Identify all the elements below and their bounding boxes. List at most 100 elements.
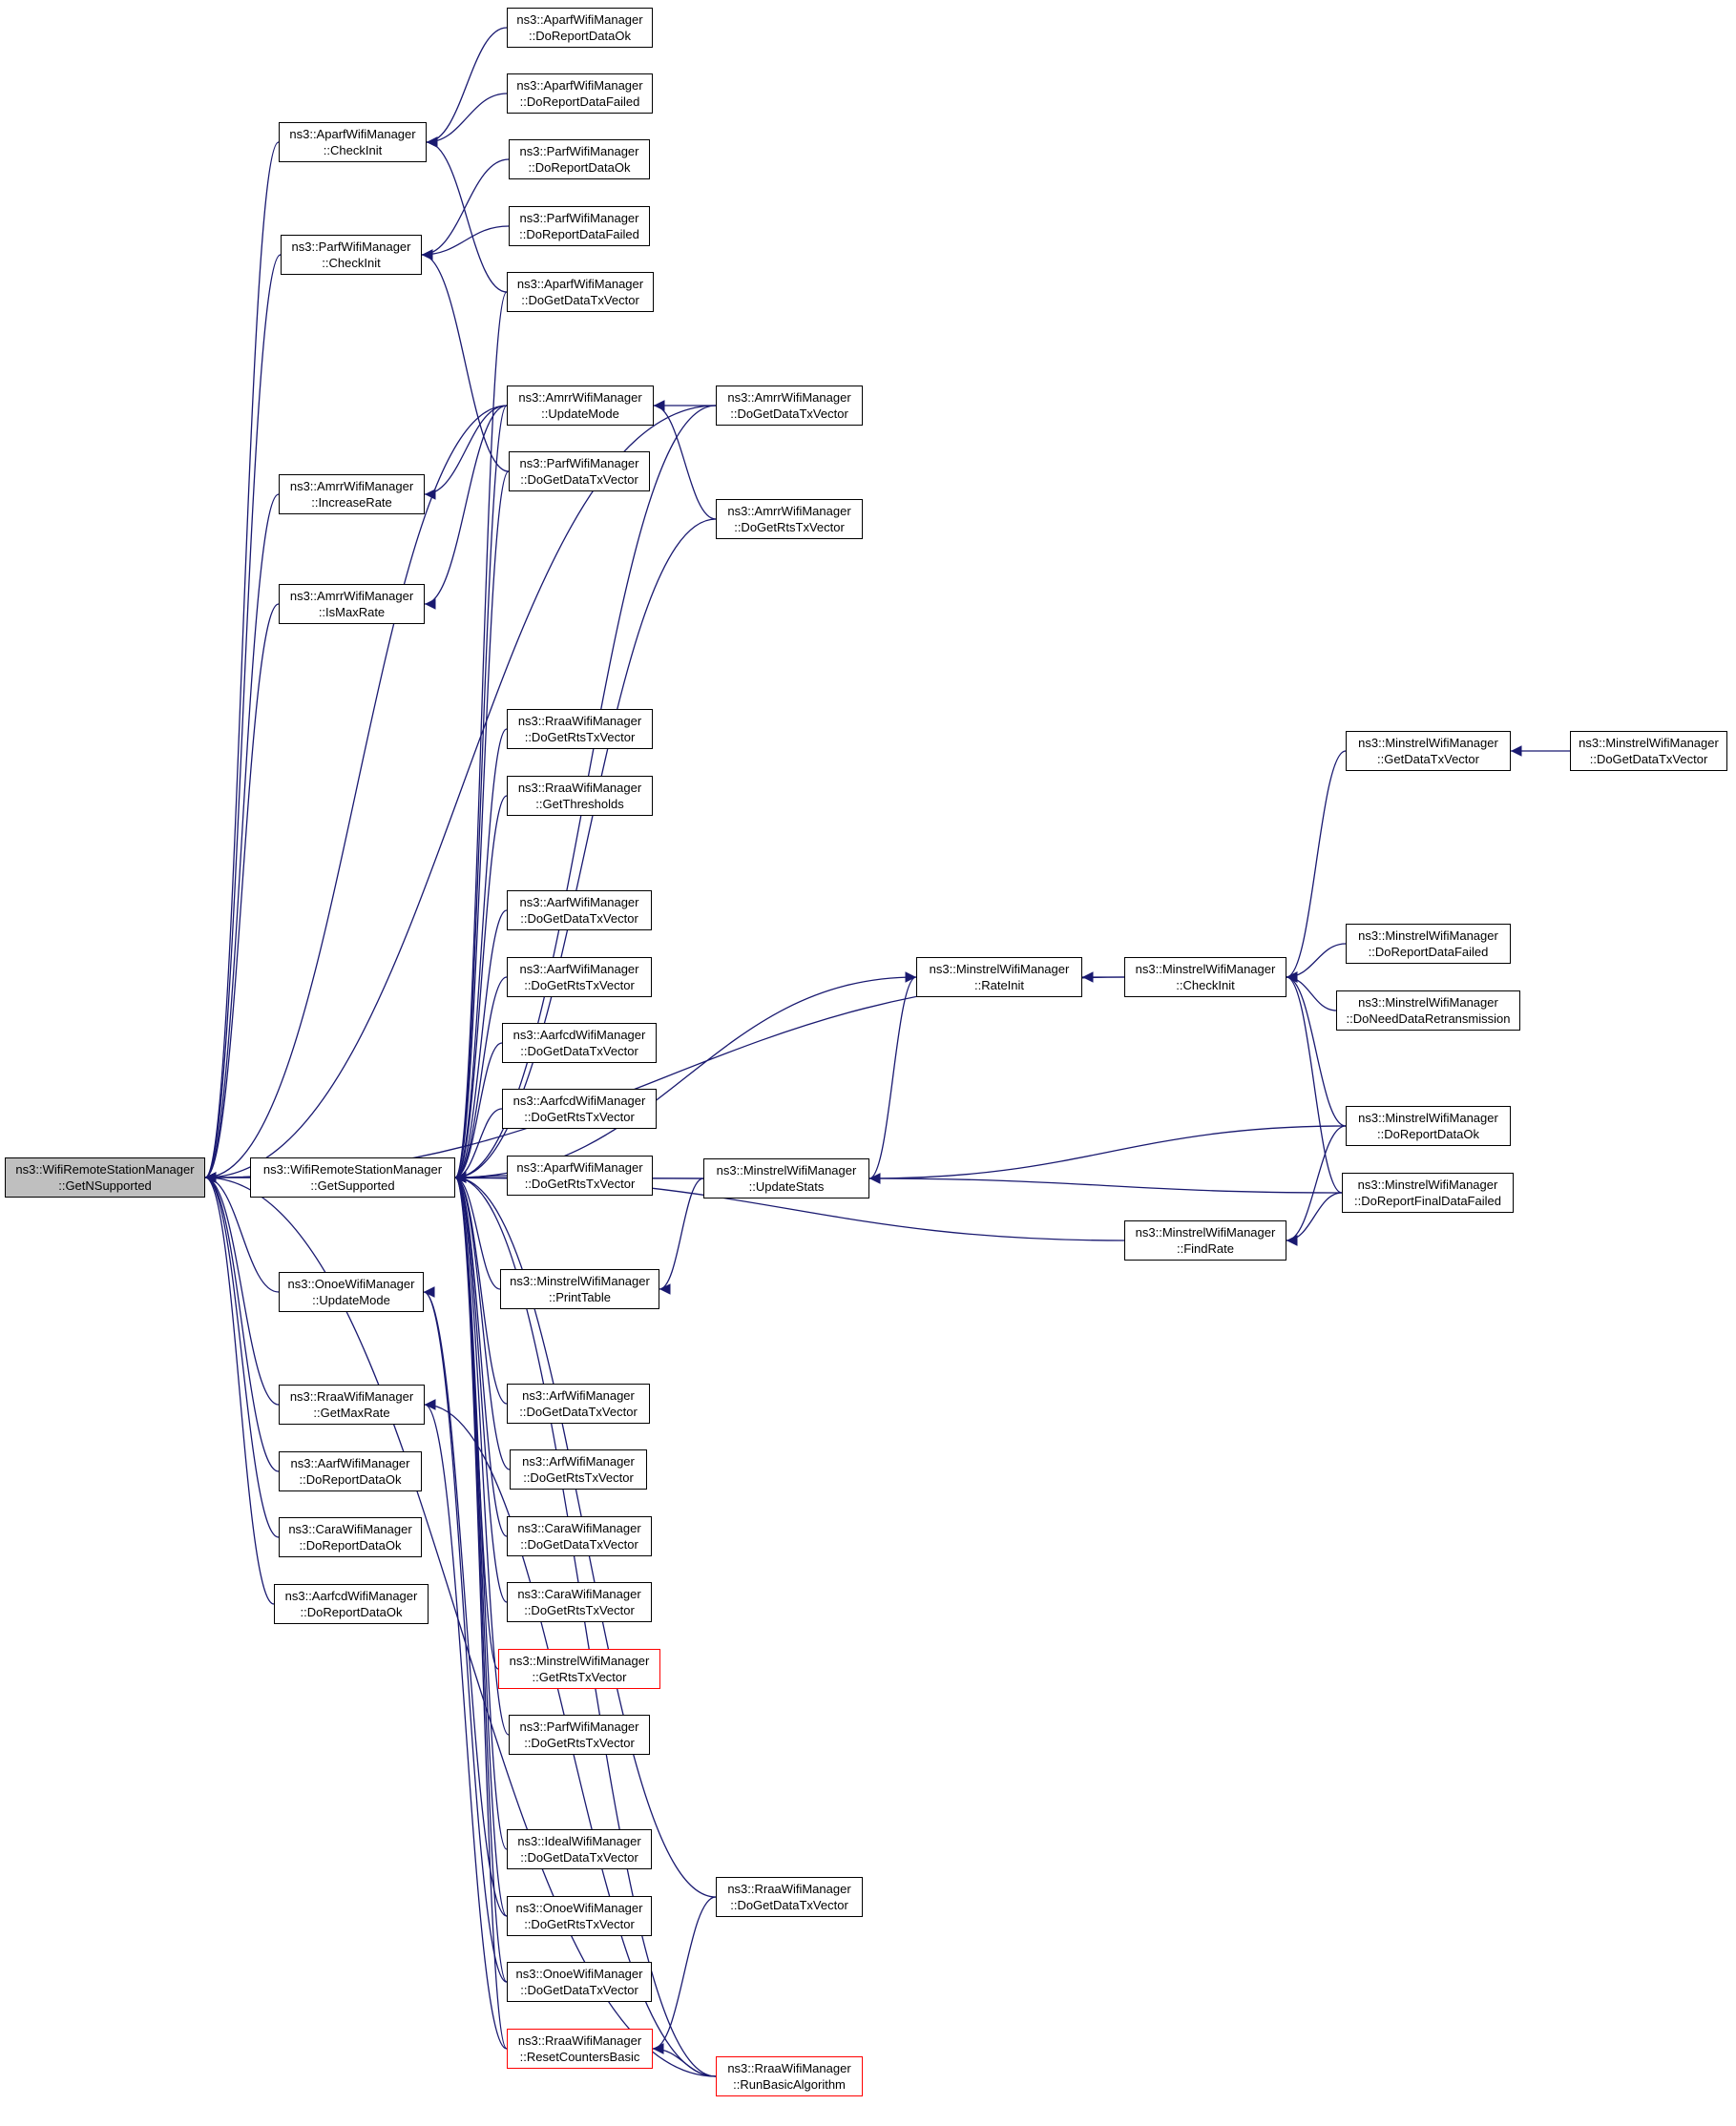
node-minstrelwifimanager-doreportdatafailed[interactable]: ns3::MinstrelWifiManager::DoReportDataFa… xyxy=(1346,924,1511,964)
edge-rraa_rcb-to-rraa_gmr xyxy=(424,1399,508,2050)
node-label-line2: ::DoGetRtsTxVector xyxy=(524,1603,635,1617)
node-label-line1: ns3::MinstrelWifiManager xyxy=(1357,1178,1498,1192)
node-aarfwifimanager-dogetdatatxvector[interactable]: ns3::AarfWifiManager::DoGetDataTxVector xyxy=(507,890,652,930)
node-label-line1: ns3::RraaWifiManager xyxy=(517,781,642,795)
node-rraawifimanager-dogetrtstxvector[interactable]: ns3::RraaWifiManager::DoGetRtsTxVector xyxy=(507,709,653,749)
node-label-line2: ::DoGetRtsTxVector xyxy=(524,978,635,992)
edge-parf_grts-to-getsup xyxy=(454,1172,510,1736)
edge-cara_gdt-to-getsup xyxy=(454,1172,508,1537)
node-arfwifimanager-dogetdatatxvector[interactable]: ns3::ArfWifiManager::DoGetDataTxVector xyxy=(507,1384,650,1424)
node-rraawifimanager-getthresholds[interactable]: ns3::RraaWifiManager::GetThresholds xyxy=(507,776,653,816)
node-rraawifimanager-dogetdatatxvector[interactable]: ns3::RraaWifiManager::DoGetDataTxVector xyxy=(716,1877,863,1917)
node-label-line1: ns3::OnoeWifiManager xyxy=(515,1967,643,1981)
node-label-line1: ns3::CaraWifiManager xyxy=(288,1522,412,1536)
edge-amrr_um-to-amrr_ir xyxy=(424,405,508,500)
node-onoewifimanager-dogetrtstxvector[interactable]: ns3::OnoeWifiManager::DoGetRtsTxVector xyxy=(507,1896,652,1936)
edge-min_rdo-to-min_us xyxy=(868,1125,1347,1184)
edge-aparf_gdt-to-getsup xyxy=(454,291,508,1183)
node-minstrelwifimanager-findrate[interactable]: ns3::MinstrelWifiManager::FindRate xyxy=(1124,1220,1286,1261)
node-minstrelwifimanager-updatestats[interactable]: ns3::MinstrelWifiManager::UpdateStats xyxy=(703,1158,869,1198)
node-minstrelwifimanager-getdatatxvector[interactable]: ns3::MinstrelWifiManager::GetDataTxVecto… xyxy=(1346,731,1511,771)
node-aarfwifimanager-doreportdataok[interactable]: ns3::AarfWifiManager::DoReportDataOk xyxy=(279,1451,422,1491)
node-label-line2: ::DoGetDataTxVector xyxy=(521,293,639,307)
node-label-line2: ::UpdateStats xyxy=(748,1179,825,1194)
node-minstrelwifimanager-dogetdatatxvector[interactable]: ns3::MinstrelWifiManager::DoGetDataTxVec… xyxy=(1570,731,1727,771)
node-rraawifimanager-runbasicalgorithm[interactable]: ns3::RraaWifiManager::RunBasicAlgorithm xyxy=(716,2056,863,2096)
node-label-line1: ns3::ParfWifiManager xyxy=(519,211,639,225)
node-label-line2: ::GetSupported xyxy=(310,1178,395,1193)
node-label-line2: ::DoReportFinalDataFailed xyxy=(1354,1194,1501,1208)
node-rraawifimanager-resetcountersbasic[interactable]: ns3::RraaWifiManager::ResetCountersBasic xyxy=(507,2029,653,2069)
node-amrrwifimanager-updatemode[interactable]: ns3::AmrrWifiManager::UpdateMode xyxy=(507,386,654,426)
node-aparfwifimanager-dogetrtstxvector[interactable]: ns3::AparfWifiManager::DoGetRtsTxVector xyxy=(507,1156,653,1196)
node-idealwifimanager-dogetdatatxvector[interactable]: ns3::IdealWifiManager::DoGetDataTxVector xyxy=(507,1829,652,1869)
node-amrrwifimanager-dogetrtstxvector[interactable]: ns3::AmrrWifiManager::DoGetRtsTxVector xyxy=(716,499,863,539)
node-parfwifimanager-dogetrtstxvector[interactable]: ns3::ParfWifiManager::DoGetRtsTxVector xyxy=(509,1715,650,1755)
node-amrrwifimanager-ismaxrate[interactable]: ns3::AmrrWifiManager::IsMaxRate xyxy=(279,584,425,624)
node-wifiremotestationmanager-getnsupported[interactable]: ns3::WifiRemoteStationManager::GetNSuppo… xyxy=(5,1157,205,1198)
edge-min_rdo-to-min_ci xyxy=(1286,971,1347,1127)
node-aparfwifimanager-doreportdatafailed[interactable]: ns3::AparfWifiManager::DoReportDataFaile… xyxy=(507,73,653,114)
node-minstrelwifimanager-getrtstxvector[interactable]: ns3::MinstrelWifiManager::GetRtsTxVector xyxy=(498,1649,660,1689)
node-label-line2: ::CheckInit xyxy=(1176,978,1235,992)
edge-amrr_ir-to-root xyxy=(204,493,280,1183)
node-label-line2: ::GetDataTxVector xyxy=(1377,752,1479,766)
node-arfwifimanager-dogetrtstxvector[interactable]: ns3::ArfWifiManager::DoGetRtsTxVector xyxy=(510,1449,647,1490)
node-label-line2: ::DoGetDataTxVector xyxy=(520,472,638,487)
node-minstrelwifimanager-checkinit[interactable]: ns3::MinstrelWifiManager::CheckInit xyxy=(1124,957,1286,997)
node-minstrelwifimanager-doneeddataretransmission[interactable]: ns3::MinstrelWifiManager::DoNeedDataRetr… xyxy=(1336,990,1520,1031)
node-label-line1: ns3::AmrrWifiManager xyxy=(727,390,851,405)
node-label-line1: ns3::MinstrelWifiManager xyxy=(1358,928,1498,943)
node-wifiremotestationmanager-getsupported[interactable]: ns3::WifiRemoteStationManager::GetSuppor… xyxy=(250,1157,455,1198)
node-parfwifimanager-dogetdatatxvector[interactable]: ns3::ParfWifiManager::DoGetDataTxVector xyxy=(509,451,650,491)
node-label-line2: ::DoReportDataFailed xyxy=(1368,945,1489,959)
node-amrrwifimanager-increaserate[interactable]: ns3::AmrrWifiManager::IncreaseRate xyxy=(279,474,425,514)
node-label-line1: ns3::AparfWifiManager xyxy=(516,12,643,27)
node-label-line1: ns3::RraaWifiManager xyxy=(517,2033,642,2048)
node-carawifimanager-dogetrtstxvector[interactable]: ns3::CaraWifiManager::DoGetRtsTxVector xyxy=(507,1582,652,1622)
node-onoewifimanager-dogetdatatxvector[interactable]: ns3::OnoeWifiManager::DoGetDataTxVector xyxy=(507,1962,652,2002)
node-label-line1: ns3::MinstrelWifiManager xyxy=(509,1654,650,1668)
node-minstrelwifimanager-doreportdataok[interactable]: ns3::MinstrelWifiManager::DoReportDataOk xyxy=(1346,1106,1511,1146)
node-parfwifimanager-checkinit[interactable]: ns3::ParfWifiManager::CheckInit xyxy=(281,235,422,275)
node-label-line2: ::PrintTable xyxy=(548,1290,612,1304)
node-label-line1: ns3::ArfWifiManager xyxy=(522,1454,635,1469)
node-parfwifimanager-doreportdatafailed[interactable]: ns3::ParfWifiManager::DoReportDataFailed xyxy=(509,206,650,246)
node-aarfcdwifimanager-dogetrtstxvector[interactable]: ns3::AarfcdWifiManager::DoGetRtsTxVector xyxy=(502,1089,657,1129)
node-label-line1: ns3::ArfWifiManager xyxy=(522,1388,635,1403)
node-aarfwifimanager-dogetrtstxvector[interactable]: ns3::AarfWifiManager::DoGetRtsTxVector xyxy=(507,957,652,997)
node-label-line1: ns3::AarfWifiManager xyxy=(290,1456,410,1470)
node-label-line1: ns3::AarfcdWifiManager xyxy=(284,1589,418,1603)
node-parfwifimanager-doreportdataok[interactable]: ns3::ParfWifiManager::DoReportDataOk xyxy=(509,139,650,179)
node-aarfcdwifimanager-doreportdataok[interactable]: ns3::AarfcdWifiManager::DoReportDataOk xyxy=(274,1584,429,1624)
node-label-line1: ns3::MinstrelWifiManager xyxy=(1135,1225,1276,1240)
node-label-line2: ::RunBasicAlgorithm xyxy=(733,2077,846,2092)
node-amrrwifimanager-dogetdatatxvector[interactable]: ns3::AmrrWifiManager::DoGetDataTxVector xyxy=(716,386,863,426)
edge-aarfcd_rdo-to-root xyxy=(204,1172,275,1605)
node-aparfwifimanager-doreportdataok[interactable]: ns3::AparfWifiManager::DoReportDataOk xyxy=(507,8,653,48)
node-minstrelwifimanager-doreportfinaldatafailed[interactable]: ns3::MinstrelWifiManager::DoReportFinalD… xyxy=(1342,1173,1514,1213)
node-carawifimanager-dogetdatatxvector[interactable]: ns3::CaraWifiManager::DoGetDataTxVector xyxy=(507,1516,652,1556)
node-label-line2: ::DoReportDataOk xyxy=(299,1472,402,1487)
node-label-line1: ns3::ParfWifiManager xyxy=(519,1720,639,1734)
node-label-line1: ns3::AparfWifiManager xyxy=(516,1160,643,1175)
node-aparfwifimanager-checkinit[interactable]: ns3::AparfWifiManager::CheckInit xyxy=(279,122,427,162)
edge-onoe_gdt-to-onoe_um xyxy=(423,1286,508,1983)
node-label-line2: ::DoGetDataTxVector xyxy=(519,1405,638,1419)
node-label-line1: ns3::RraaWifiManager xyxy=(727,2061,851,2075)
node-minstrelwifimanager-rateinit[interactable]: ns3::MinstrelWifiManager::RateInit xyxy=(916,957,1082,997)
node-label-line2: ::GetMaxRate xyxy=(313,1406,390,1420)
node-aarfcdwifimanager-dogetdatatxvector[interactable]: ns3::AarfcdWifiManager::DoGetDataTxVecto… xyxy=(502,1023,657,1063)
edge-amrr_grts-to-getsup xyxy=(454,518,717,1183)
node-aparfwifimanager-dogetdatatxvector[interactable]: ns3::AparfWifiManager::DoGetDataTxVector xyxy=(507,272,654,312)
node-minstrelwifimanager-printtable[interactable]: ns3::MinstrelWifiManager::PrintTable xyxy=(500,1269,659,1309)
node-label-line1: ns3::RraaWifiManager xyxy=(517,714,642,728)
node-rraawifimanager-getmaxrate[interactable]: ns3::RraaWifiManager::GetMaxRate xyxy=(279,1385,425,1425)
edge-rraa_rba-to-getsup xyxy=(454,1172,717,2077)
node-label-line1: ns3::ParfWifiManager xyxy=(519,144,639,158)
node-carawifimanager-doreportdataok[interactable]: ns3::CaraWifiManager::DoReportDataOk xyxy=(279,1517,422,1557)
node-onoewifimanager-updatemode[interactable]: ns3::OnoeWifiManager::UpdateMode xyxy=(279,1272,424,1312)
node-label-line1: ns3::CaraWifiManager xyxy=(517,1521,641,1535)
node-label-line1: ns3::MinstrelWifiManager xyxy=(1135,962,1276,976)
